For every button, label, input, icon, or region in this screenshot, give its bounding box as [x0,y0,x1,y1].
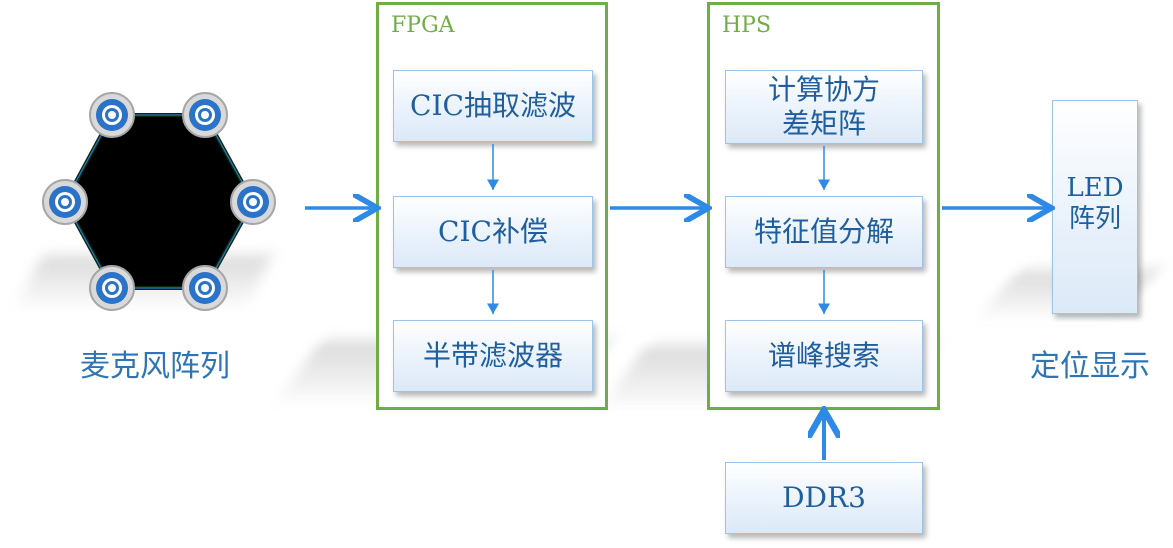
half-band-filter-block: 半带滤波器 [393,320,593,392]
microphone-icon [42,179,88,225]
hps-title: HPS [722,13,772,38]
spectral-peak-search-block: 谱峰搜索 [725,320,923,392]
ddr3-block: DDR3 [725,462,923,534]
microphone-icon [89,265,135,311]
microphone-icon [89,92,135,138]
eigen-decomposition-block: 特征值分解 [725,196,923,268]
microphone-array [42,92,276,311]
cic-compensation-block: CIC补偿 [393,196,593,268]
microphone-array-label: 麦克风阵列 [80,349,230,384]
cic-decimation-filter-block: CIC抽取滤波 [393,70,593,142]
microphone-icon [182,265,228,311]
led-array-block: LED 阵列 [1052,100,1138,314]
location-display-label: 定位显示 [1030,349,1150,384]
covariance-matrix-block: 计算协方 差矩阵 [725,70,923,144]
microphone-icon [182,92,228,138]
fpga-title: FPGA [391,13,455,38]
microphone-icon [230,179,276,225]
